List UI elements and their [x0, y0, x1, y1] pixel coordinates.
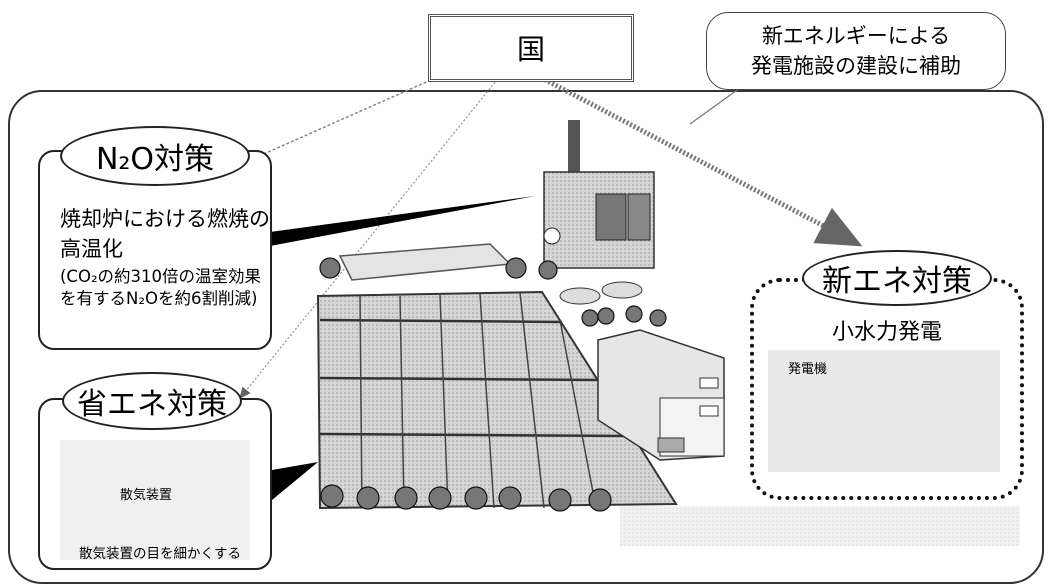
n2o-measure-box: [38, 150, 272, 350]
arrow-to-n2o: [248, 75, 441, 161]
n2o-title-pill: N₂O対策: [60, 126, 250, 186]
n2o-note-text: (CO₂の約310倍の温室効果を有するN₂Oを約6割削減): [60, 267, 262, 308]
generator-label: 発電機: [788, 362, 828, 377]
hydro-panel: [768, 350, 1000, 472]
energy-saving-pointer: [272, 462, 318, 500]
energy-saving-title-pill: 省エネ対策: [62, 372, 242, 430]
subsidy-line-1: 新エネルギーによる: [761, 24, 951, 48]
government-label: 国: [516, 33, 545, 66]
government-box: 国: [428, 14, 634, 82]
arrow-to-new-energy: [536, 73, 863, 247]
subsidy-callout: 新エネルギーによる 発電施設の建設に補助: [706, 12, 1006, 90]
arrow-to-energy-saving: [239, 75, 501, 400]
aeration-tanks: [316, 290, 678, 510]
new-energy-title-pill: 新エネ対策: [802, 250, 992, 306]
shrubs: [319, 257, 667, 512]
n2o-pointer: [270, 196, 535, 246]
subsidy-line-2: 発電施設の建設に補助: [751, 54, 961, 78]
diffuser-label: 散気装置: [120, 488, 173, 503]
n2o-title: N₂O対策: [95, 142, 215, 177]
energy-saving-title: 省エネ対策: [77, 387, 227, 422]
energy-saving-panel: [60, 440, 250, 560]
n2o-main-text: 焼却炉における燃焼の高温化: [60, 207, 270, 261]
settling-tank: [338, 243, 512, 281]
hydro-power-title: 小水力発電: [831, 320, 942, 345]
subsidy-pointer: [689, 87, 741, 125]
office-building: [597, 329, 725, 461]
diffuser-caption: 散気装置の目を細かくする: [79, 546, 241, 562]
new-energy-title: 新エネ対策: [822, 264, 972, 299]
incinerator: [543, 120, 655, 269]
